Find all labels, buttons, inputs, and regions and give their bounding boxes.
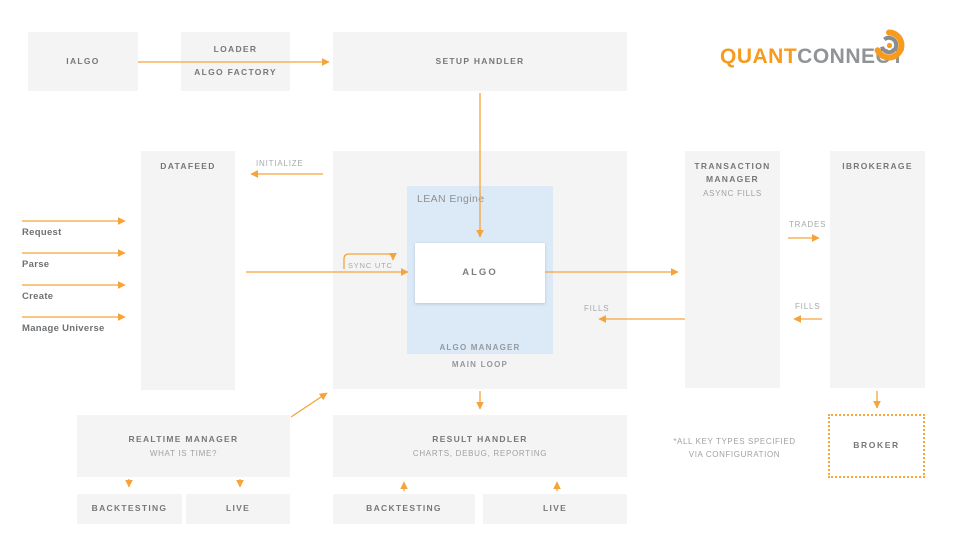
box-realtime-manager-title: REALTIME MANAGER <box>128 433 239 444</box>
box-algo-label: ALGO <box>462 266 498 278</box>
box-result-handler: RESULT HANDLER CHARTS, DEBUG, REPORTING <box>333 415 627 477</box>
box-transaction-manager-title: TRANSACTION MANAGER <box>694 161 771 185</box>
box-result-handler-subtitle: CHARTS, DEBUG, REPORTING <box>412 448 548 458</box>
request-label: Request <box>22 227 62 238</box>
box-backtesting-left: BACKTESTING <box>77 494 182 524</box>
box-ibrokerage: IBROKERAGE <box>830 151 925 388</box>
box-live-center: LIVE <box>483 494 627 524</box>
box-backtesting-left-label: BACKTESTING <box>91 503 168 514</box>
box-broker: BROKER <box>828 414 925 478</box>
logo-quant-text: QUANT <box>720 45 798 68</box>
box-datafeed: DATAFEED <box>141 151 235 390</box>
box-backtesting-center: BACKTESTING <box>333 494 475 524</box>
box-realtime-manager: REALTIME MANAGER WHAT IS TIME? <box>77 415 290 477</box>
arrow-realtime-to-main-loop <box>290 392 328 418</box>
box-transaction-manager-subtitle: ASYNC FILLS <box>703 189 762 199</box>
box-ialgo: IALGO <box>28 32 138 91</box>
create-label: Create <box>22 291 54 302</box>
box-setup-handler-label: SETUP HANDLER <box>435 55 525 66</box>
box-live-left: LIVE <box>186 494 290 524</box>
box-algo-factory-label: ALGO FACTORY <box>194 66 277 77</box>
manage-universe-label: Manage Universe <box>22 323 105 334</box>
fills-to-algo-label: FILLS <box>584 304 610 313</box>
box-backtesting-center-label: BACKTESTING <box>366 503 442 514</box>
box-realtime-manager-subtitle: WHAT IS TIME? <box>149 448 218 458</box>
box-algo: ALGO <box>415 243 545 303</box>
algo-manager-label: ALGO MANAGER <box>439 343 521 352</box>
box-live-center-label: LIVE <box>542 503 568 514</box>
box-result-handler-title: RESULT HANDLER <box>432 433 528 444</box>
box-transaction-manager: TRANSACTION MANAGER ASYNC FILLS <box>685 151 780 388</box>
box-ialgo-label: IALGO <box>66 55 100 66</box>
box-loader-algo-factory: LOADER ALGO FACTORY <box>181 32 290 91</box>
fills-broker-label: FILLS <box>795 302 821 311</box>
parse-label: Parse <box>22 259 50 270</box>
box-datafeed-label: DATAFEED <box>160 161 216 171</box>
trades-label: TRADES <box>789 220 827 229</box>
box-lean-engine-label: LEAN Engine <box>417 193 485 205</box>
sync-utc-label: SYNC UTC <box>348 261 393 270</box>
box-broker-label: BROKER <box>853 440 900 451</box>
box-ibrokerage-label: IBROKERAGE <box>842 161 913 171</box>
box-live-left-label: LIVE <box>225 503 251 514</box>
box-setup-handler: SETUP HANDLER <box>333 32 627 91</box>
main-loop-label: MAIN LOOP <box>451 360 509 369</box>
quantconnect-swirl-icon <box>874 29 905 61</box>
configuration-note: *ALL KEY TYPES SPECIFIED VIA CONFIGURATI… <box>673 437 796 459</box>
box-loader-label: LOADER <box>213 44 258 54</box>
initialize-label: INITIALIZE <box>256 159 304 168</box>
